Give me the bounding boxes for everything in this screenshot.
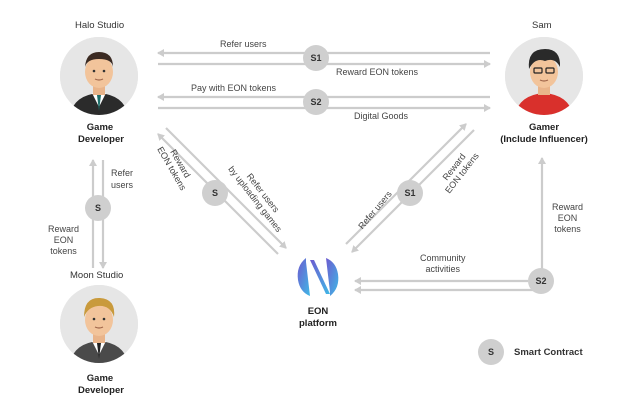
label-reward-right-l1: Reward — [552, 202, 584, 212]
label-reward-right-l3: tokens — [554, 224, 581, 234]
halo-studio-name: Halo Studio — [75, 20, 125, 31]
badge-s-mid: S — [202, 180, 228, 206]
moon-studio-name: Moon Studio — [70, 270, 124, 281]
sam-name: Sam — [532, 20, 552, 31]
label-reward-right-l2: EON — [557, 213, 578, 223]
halo-role-line2: Developer — [78, 134, 124, 145]
arrow-community-return — [354, 282, 544, 294]
developer-avatar-icon — [60, 285, 138, 363]
legend-label: Smart Contract — [514, 347, 583, 358]
badge-s-left: S — [85, 195, 111, 221]
moon-role: Game Developer — [78, 373, 124, 397]
badge-s2-right: S2 — [528, 268, 554, 294]
label-reward-eon-top: Reward EON tokens — [336, 67, 419, 77]
label-reward-left-l1: Reward — [48, 224, 80, 234]
moon-developer-avatar — [60, 285, 138, 363]
label-reward-right: Reward EON tokens — [552, 202, 583, 235]
sam-role-line1: Gamer — [528, 122, 560, 133]
moon-role-line2: Developer — [78, 385, 124, 396]
eon-logo-icon — [297, 258, 339, 296]
sam-gamer-avatar — [505, 37, 583, 115]
label-pay-with-eon: Pay with EON tokens — [191, 83, 277, 93]
label-refer-users-top: Refer users — [220, 39, 267, 49]
sam-role: Gamer (Include Influencer) — [494, 122, 594, 146]
badge-s1-right: S1 — [397, 180, 423, 206]
moon-role-line1: Game — [86, 373, 114, 384]
label-refer-users-left-text: Refer users — [111, 168, 134, 190]
legend-badge: S — [478, 339, 504, 365]
eon-label: EON platform — [290, 306, 346, 330]
halo-role-line1: Game — [86, 122, 114, 133]
eon-label-line2: platform — [299, 318, 337, 329]
developer-avatar-icon — [60, 37, 138, 115]
label-refer-users-left: Refer users — [111, 167, 141, 191]
eon-label-line1: EON — [307, 306, 329, 317]
label-reward-left-l2: EON — [53, 235, 74, 245]
badge-s2-top: S2 — [303, 89, 329, 115]
label-community-l1: Community — [420, 253, 466, 263]
label-community: Community activities — [420, 253, 466, 275]
label-community-l2: activities — [425, 264, 461, 274]
badge-s1-top: S1 — [303, 45, 329, 71]
sam-role-line2: (Include Influencer) — [500, 134, 588, 145]
halo-role: Game Developer — [78, 122, 124, 146]
halo-developer-avatar — [60, 37, 138, 115]
label-reward-left-l3: tokens — [50, 246, 77, 256]
label-reward-left: Reward EON tokens — [48, 224, 79, 257]
gamer-avatar-icon — [505, 37, 583, 115]
label-digital-goods: Digital Goods — [354, 111, 409, 121]
